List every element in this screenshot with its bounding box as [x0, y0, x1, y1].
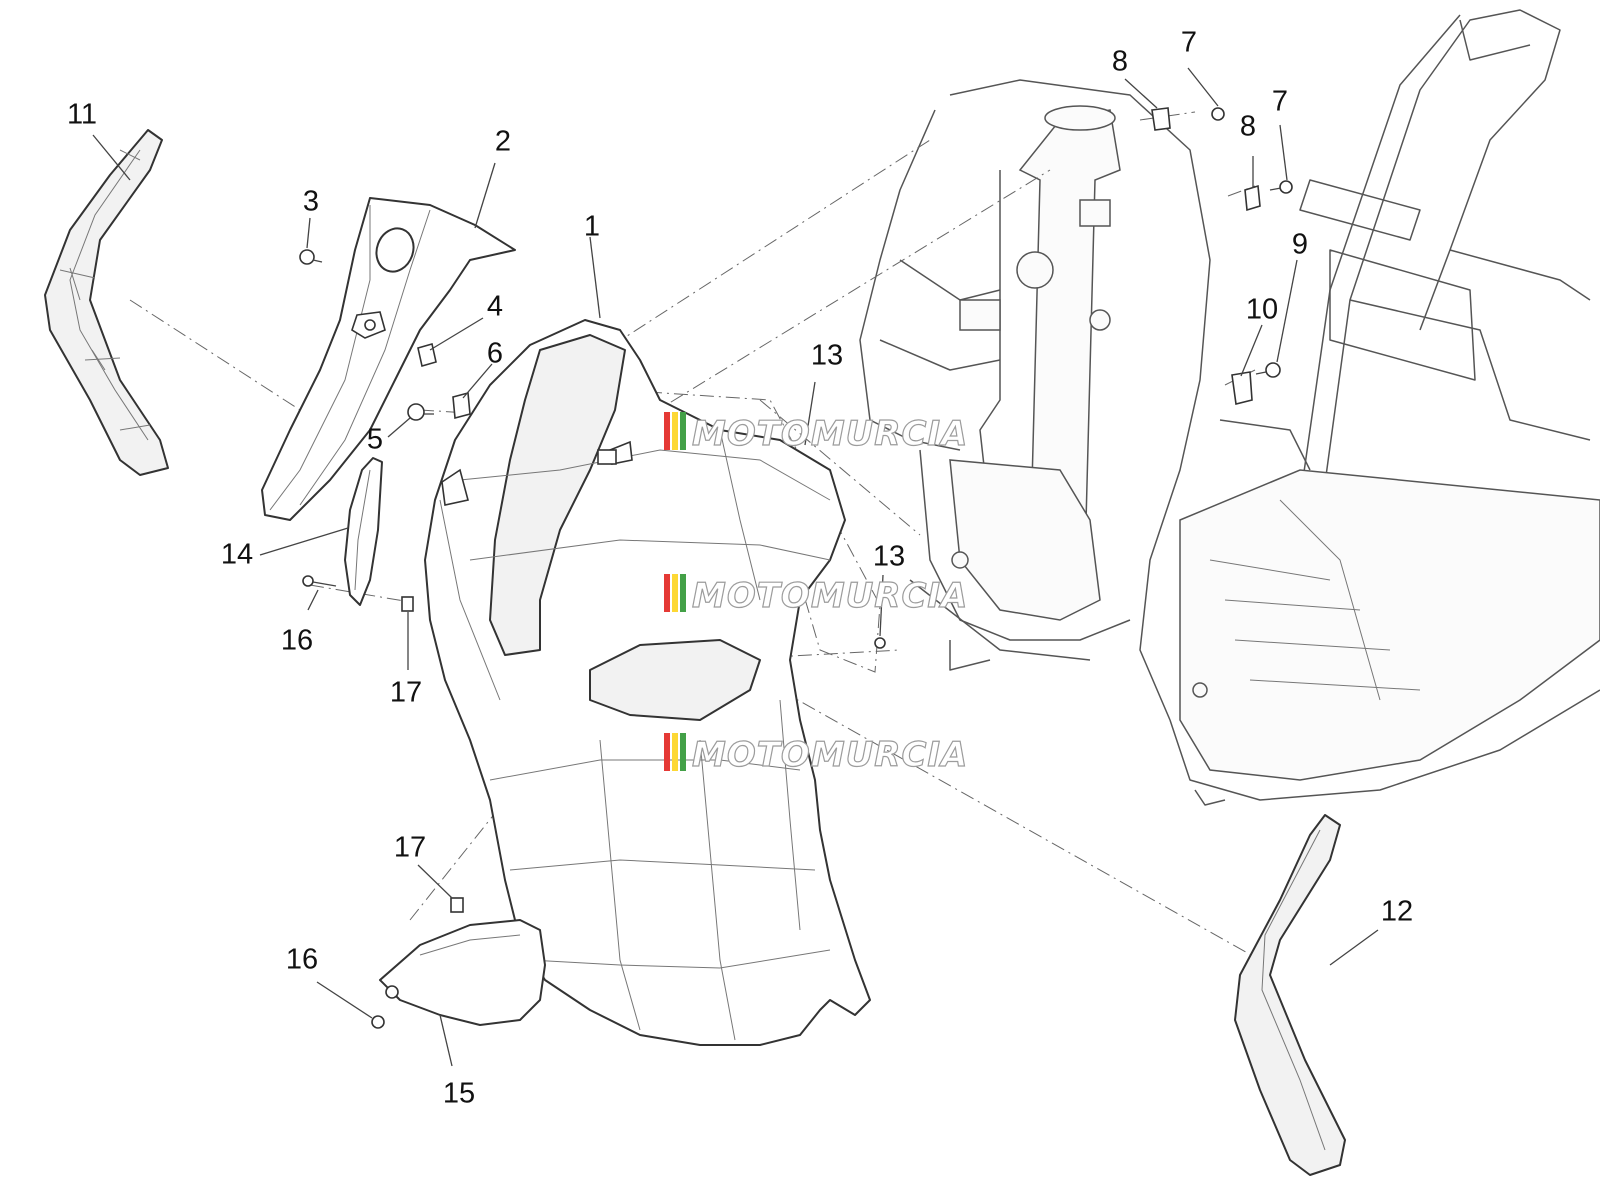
callout-7b: 7 — [1272, 86, 1288, 118]
screw-5-icon — [407, 403, 425, 421]
wm-stripe-yellow — [672, 733, 678, 771]
callout-8b: 8 — [1240, 111, 1256, 143]
screw-7b-icon — [1279, 180, 1293, 194]
callout-9: 9 — [1292, 229, 1308, 261]
wm-stripe-green — [680, 733, 686, 771]
watermark-text: MOTOMURCIA — [692, 576, 968, 616]
part-12-right-trim-strip — [1234, 814, 1346, 1176]
callout-15: 15 — [443, 1078, 475, 1110]
callout-7a: 7 — [1181, 27, 1197, 59]
wm-stripe-green — [680, 574, 686, 612]
callout-13b: 13 — [873, 541, 905, 573]
wm-stripe-red — [664, 574, 670, 612]
clip-17b-icon — [450, 897, 464, 913]
callout-17b: 17 — [394, 832, 426, 864]
part-11-left-trim-strip — [44, 129, 169, 476]
callout-13a: 13 — [811, 340, 843, 372]
part-1-front-legshield — [424, 319, 871, 1046]
clip-17a-icon — [401, 596, 414, 612]
callout-10: 10 — [1246, 294, 1278, 326]
part-14-side-panel — [344, 457, 383, 606]
callout-1: 1 — [584, 211, 600, 243]
part-15-lower-cover — [379, 919, 546, 1026]
callout-2: 2 — [495, 126, 511, 158]
callout-8a: 8 — [1112, 46, 1128, 78]
callout-14: 14 — [221, 539, 253, 571]
screw-16a-icon — [302, 575, 314, 587]
clip-8b-icon — [1244, 184, 1261, 212]
part-2-upper-central-cover — [261, 197, 516, 521]
screw-3-icon — [299, 249, 315, 265]
watermark-text: MOTOMURCIA — [692, 735, 968, 775]
watermark-3: MOTOMURCIA — [664, 733, 968, 776]
watermark-text: MOTOMURCIA — [692, 414, 968, 454]
callout-5: 5 — [367, 424, 383, 456]
hardware — [299, 107, 1293, 1029]
screw-16b-icon — [371, 1015, 385, 1029]
callout-6: 6 — [487, 338, 503, 370]
screw-13-icon — [874, 637, 886, 649]
clip-8a-icon — [1151, 107, 1171, 131]
callout-16a: 16 — [281, 625, 313, 657]
wm-stripe-yellow — [672, 412, 678, 450]
scooter-frame-assembly — [859, 9, 1600, 806]
wm-stripe-green — [680, 412, 686, 450]
callout-12: 12 — [1381, 896, 1413, 928]
bolt-9-icon — [1265, 362, 1281, 378]
watermark-1: MOTOMURCIA — [664, 412, 968, 455]
callout-3: 3 — [303, 186, 319, 218]
screw-7a-icon — [1211, 107, 1225, 121]
callout-4: 4 — [487, 291, 503, 323]
callout-labels: 1 2 3 4 5 6 7 7 8 8 9 10 11 12 13 13 14 … — [67, 27, 1413, 1110]
callout-11: 11 — [67, 99, 97, 131]
watermark-2: MOTOMURCIA — [664, 574, 968, 617]
callout-17a: 17 — [390, 677, 422, 709]
bracket-10-icon — [1231, 371, 1253, 405]
clip-6-icon — [452, 391, 471, 420]
callout-leaders — [92, 67, 1379, 1067]
wm-stripe-red — [664, 733, 670, 771]
wm-stripe-red — [664, 412, 670, 450]
callout-16b: 16 — [286, 944, 318, 976]
wm-stripe-yellow — [672, 574, 678, 612]
